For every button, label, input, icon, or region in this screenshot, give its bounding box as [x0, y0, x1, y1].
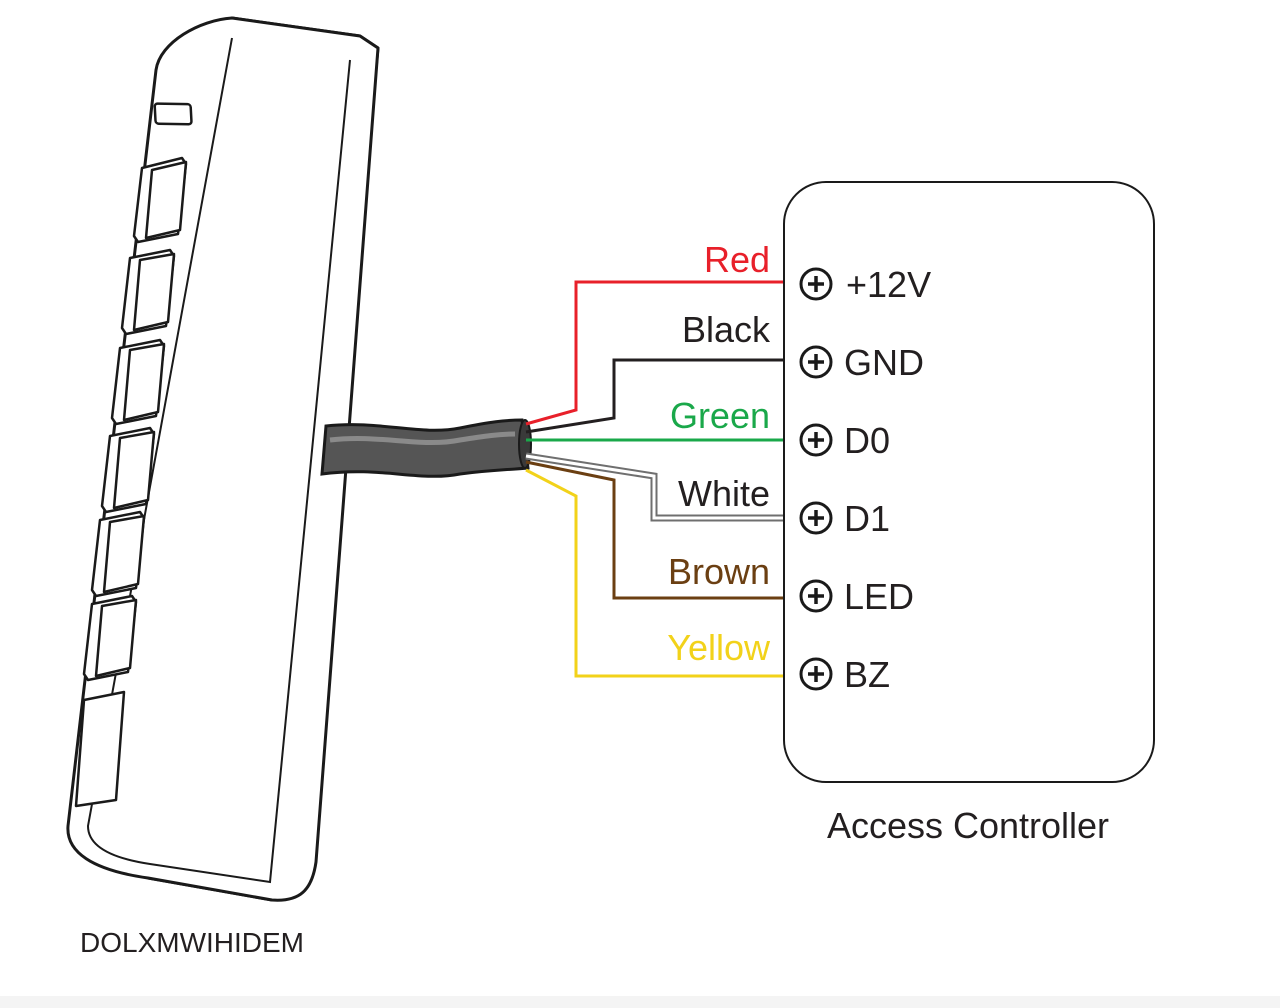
access-controller	[783, 181, 1155, 783]
terminal-label-d0: D0	[844, 420, 890, 461]
cable-highlight	[329, 431, 516, 446]
terminal-d0: D0	[799, 420, 890, 461]
terminal-gnd: GND	[799, 342, 924, 383]
terminal-label-led: LED	[844, 576, 914, 617]
wires	[525, 280, 802, 678]
wire-white-inner	[525, 454, 802, 520]
wire-label-white: White	[678, 473, 770, 514]
terminal-12v: +12V	[799, 264, 931, 305]
screw-cross	[808, 666, 824, 682]
screw-cross	[808, 432, 824, 448]
screw-cross	[808, 276, 824, 292]
wire-label-black: Black	[682, 309, 771, 350]
wire-red	[525, 280, 802, 426]
terminals: +12V GND D0 D1 LED BZ	[799, 264, 931, 695]
terminal-label-bz: BZ	[844, 654, 890, 695]
wire-black	[525, 358, 802, 434]
key-4-face	[112, 430, 156, 510]
wire-yellow	[525, 468, 802, 678]
wire-label-red: Red	[704, 239, 770, 280]
device-model-caption: DOLXMWIHIDEM	[80, 927, 304, 958]
screw-cross	[808, 510, 824, 526]
key-6-face	[94, 598, 138, 678]
wire-label-brown: Brown	[668, 551, 770, 592]
cable	[320, 418, 532, 478]
bottom-margin	[0, 996, 1280, 1008]
key-2-face	[132, 252, 176, 332]
terminal-label-d1: D1	[844, 498, 890, 539]
reader-bevel	[86, 37, 351, 884]
controller-caption: Access Controller	[827, 805, 1109, 846]
wire-label-yellow: Yellow	[667, 627, 771, 668]
keypad-reader	[66, 16, 380, 902]
screw-cross	[808, 588, 824, 604]
key-5-face	[102, 514, 146, 594]
key-1-face	[144, 160, 188, 240]
card-area	[74, 690, 126, 808]
terminal-led: LED	[799, 576, 914, 617]
terminal-label-gnd: GND	[844, 342, 924, 383]
cable-body	[320, 418, 530, 478]
terminal-d1: D1	[799, 498, 890, 539]
controller-box	[783, 181, 1155, 783]
led-indicator	[153, 102, 193, 126]
terminal-label-12v: +12V	[846, 264, 931, 305]
wire-brown	[525, 460, 802, 600]
cable-end	[518, 419, 532, 469]
keypad-buttons	[74, 156, 188, 808]
terminal-bz: BZ	[799, 654, 890, 695]
wire-labels: Red Black Green White Brown Yellow	[667, 239, 771, 668]
key-3-face	[122, 342, 166, 422]
wire-label-green: Green	[670, 395, 770, 436]
screw-cross	[808, 354, 824, 370]
